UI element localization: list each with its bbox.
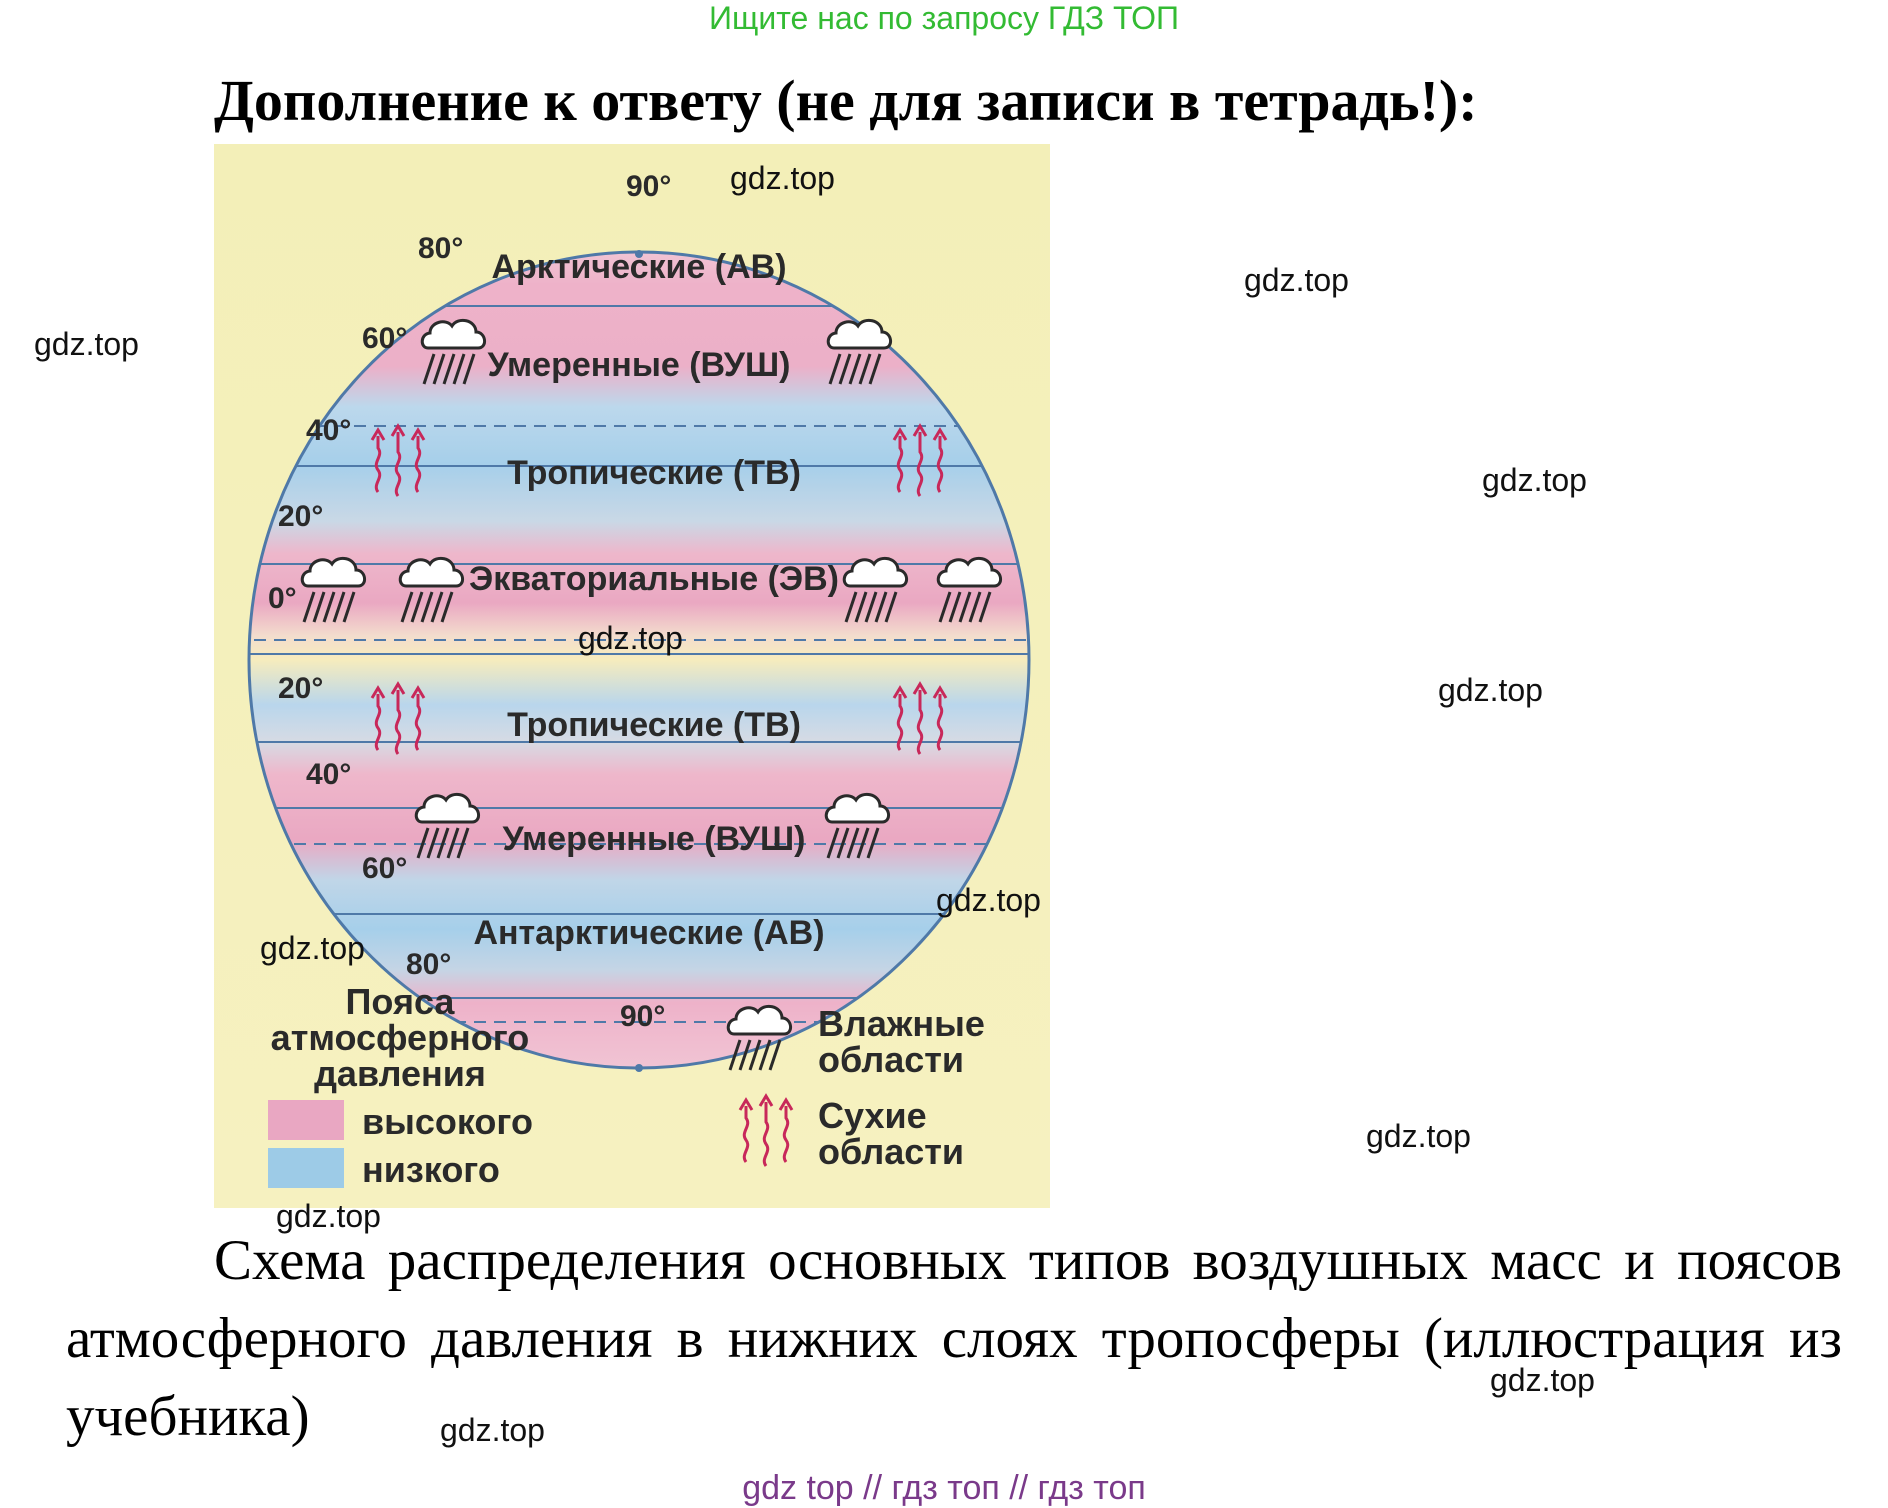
legend-title: давления bbox=[314, 1053, 486, 1094]
zone-label-antarctic: Антарктические (АВ) bbox=[473, 914, 824, 952]
degree-labels: 90° 80° 60° 40° 20° 0° 20° 40° 60° 80° 9… bbox=[268, 170, 671, 1033]
degree-label: 90° bbox=[620, 1000, 665, 1033]
degree-label: 60° bbox=[362, 322, 407, 355]
figure-caption-text: Схема распределения основных типов возду… bbox=[66, 1229, 1842, 1448]
legend-high-label: высокого bbox=[362, 1101, 533, 1142]
page-heading: Дополнение к ответу (не для записи в тет… bbox=[214, 68, 1478, 133]
legend-dry-label: Сухие bbox=[818, 1095, 927, 1136]
zone-label-arctic: Арктические (АВ) bbox=[491, 248, 786, 286]
top-banner[interactable]: Ищите нас по запросу ГДЗ ТОП bbox=[709, 0, 1179, 36]
watermark: gdz.top bbox=[1482, 462, 1587, 498]
zone-label-temperate-north: Умеренные (ВУШ) bbox=[488, 346, 791, 384]
degree-label: 90° bbox=[626, 170, 671, 203]
legend-wet-label: области bbox=[818, 1039, 964, 1080]
zone-label-equatorial: Экваториальные (ЭВ) bbox=[469, 560, 839, 598]
legend-low-label: низкого bbox=[362, 1149, 500, 1190]
legend-title: Пояса bbox=[346, 981, 456, 1022]
watermark: gdz.top bbox=[440, 1412, 545, 1448]
watermark: gdz.top bbox=[578, 620, 683, 656]
degree-label: 80° bbox=[418, 232, 463, 265]
degree-label: 0° bbox=[268, 582, 297, 615]
degree-label: 40° bbox=[306, 758, 351, 791]
degree-label: 60° bbox=[362, 852, 407, 885]
watermark: gdz.top bbox=[1366, 1118, 1471, 1154]
watermark: gdz.top bbox=[1490, 1362, 1595, 1398]
zone-label-temperate-south: Умеренные (ВУШ) bbox=[503, 820, 806, 858]
watermark: gdz.top bbox=[34, 326, 139, 362]
zone-labels: Арктические (АВ) Умеренные (ВУШ) Тропиче… bbox=[469, 248, 839, 952]
zone-label-tropical-north: Тропические (ТВ) bbox=[507, 454, 801, 492]
legend-swatch-high bbox=[268, 1100, 344, 1140]
legend-wet-label: Влажные bbox=[818, 1003, 985, 1044]
watermark: gdz.top bbox=[936, 882, 1041, 918]
degree-label: 20° bbox=[278, 500, 323, 533]
air-masses-figure: 90° 80° 60° 40° 20° 0° 20° 40° 60° 80° 9… bbox=[214, 144, 1050, 1208]
watermark: gdz.top bbox=[1438, 672, 1543, 708]
legend-swatch-low bbox=[268, 1148, 344, 1188]
legend-dry-label: области bbox=[818, 1131, 964, 1172]
watermark: gdz.top bbox=[730, 160, 835, 196]
watermark: gdz.top bbox=[260, 930, 365, 966]
bottom-link-line[interactable]: gdz top // гдз топ // гдз топ bbox=[742, 1469, 1146, 1507]
zone-label-tropical-south: Тропические (ТВ) bbox=[507, 706, 801, 744]
watermark: gdz.top bbox=[276, 1198, 381, 1234]
figure-caption: Схема распределения основных типов возду… bbox=[66, 1222, 1842, 1456]
legend: Пояса атмосферного давления высокого низ… bbox=[268, 981, 985, 1190]
legend-title: атмосферного bbox=[271, 1017, 530, 1058]
degree-label: 40° bbox=[306, 414, 351, 447]
watermark: gdz.top bbox=[1244, 262, 1349, 298]
degree-label: 80° bbox=[406, 948, 451, 981]
degree-label: 20° bbox=[278, 672, 323, 705]
